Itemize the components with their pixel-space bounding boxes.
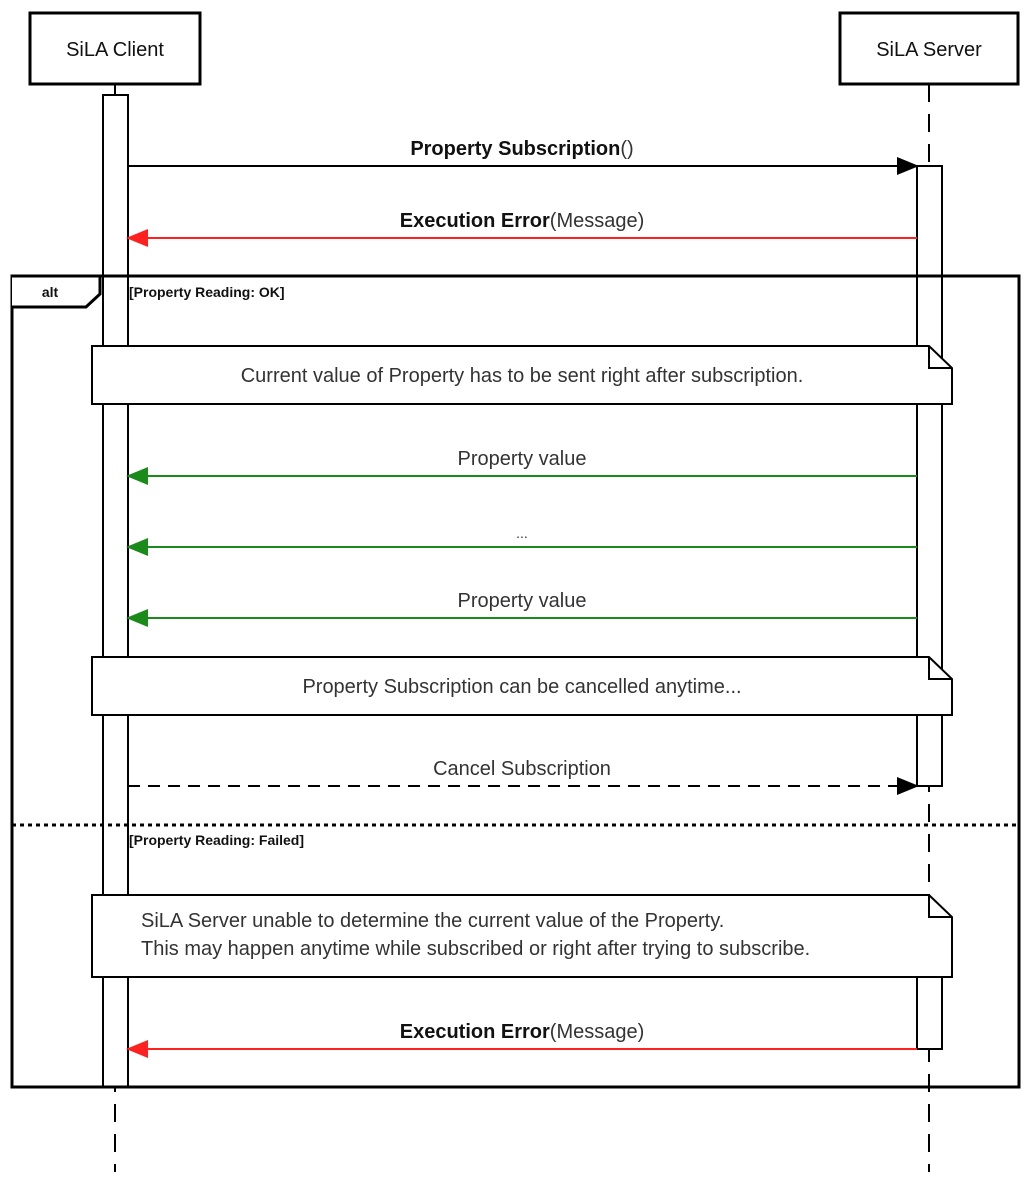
note-unable-determine: SiLA Server unable to determine the curr…	[91, 894, 953, 978]
note-cancel-anytime: Property Subscription can be cancelled a…	[91, 656, 953, 716]
client-actor: SiLA Client	[28, 11, 202, 86]
note-unable-line1: SiLA Server unable to determine the curr…	[141, 910, 724, 932]
note-current-value: Current value of Property has to be sent…	[91, 345, 953, 405]
guard-failed: [Property Reading: Failed]	[129, 832, 304, 848]
alt-frame-tag-box	[12, 274, 102, 309]
server-actor: SiLA Server	[838, 11, 1020, 86]
alt-frame-tag: alt	[42, 284, 59, 300]
server-actor-label: SiLA Server	[876, 39, 982, 61]
note-current-value-text: Current value of Property has to be sent…	[241, 365, 804, 387]
client-actor-label: SiLA Client	[66, 39, 164, 61]
cancel-label: Cancel Subscription	[433, 758, 611, 780]
value-1-label: Property value	[458, 448, 587, 470]
alt-frame	[10, 274, 1021, 1089]
error-bottom-label: Execution Error(Message)	[400, 1021, 645, 1043]
error-top-label: Execution Error(Message)	[400, 210, 645, 232]
server-activation-bottom	[916, 974, 943, 1050]
note-cancel-anytime-text: Property Subscription can be cancelled a…	[302, 676, 741, 698]
subscribe-label: Property Subscription()	[410, 138, 633, 160]
ellipsis-label: ...	[516, 525, 528, 541]
note-unable-line2: This may happen anytime while subscribed…	[141, 938, 810, 960]
value-2-label: Property value	[458, 590, 587, 612]
guard-ok: [Property Reading: OK]	[129, 284, 285, 300]
